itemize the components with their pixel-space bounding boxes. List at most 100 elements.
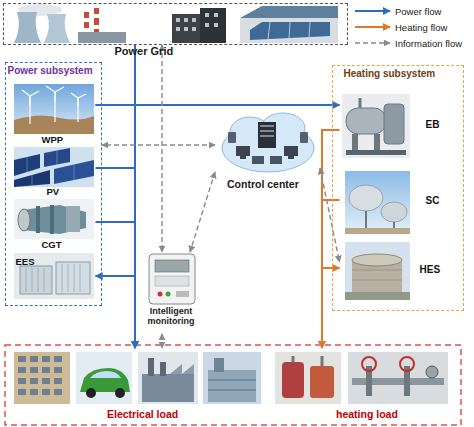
heating-room-picture bbox=[275, 352, 341, 404]
cloud-picture bbox=[288, 156, 294, 159]
industry-load-picture bbox=[170, 364, 194, 374]
solar-collector-picture bbox=[345, 171, 410, 234]
cloud-picture bbox=[258, 122, 276, 148]
cloud-picture bbox=[240, 156, 246, 159]
plant-load-picture bbox=[208, 390, 256, 391]
building-load-picture bbox=[54, 356, 62, 362]
legend-row: Power flow bbox=[354, 3, 462, 19]
monitor-box: Intelligent monitoring bbox=[140, 252, 202, 334]
node-label: SC bbox=[426, 195, 440, 207]
building-load-picture bbox=[18, 378, 26, 384]
cloud-picture bbox=[270, 156, 282, 164]
building-load-picture bbox=[42, 367, 50, 373]
flow-connector bbox=[161, 334, 162, 348]
building-load-picture bbox=[30, 389, 38, 395]
cloud-picture bbox=[300, 132, 308, 143]
plant-load-picture bbox=[208, 370, 256, 402]
boiler-picture bbox=[342, 94, 410, 158]
gas-turbine-picture bbox=[66, 206, 80, 232]
heating-room-picture bbox=[275, 352, 341, 404]
cloud-picture bbox=[260, 130, 274, 132]
meter-picture bbox=[176, 291, 189, 297]
source-box: CGT bbox=[12, 199, 96, 252]
pv-picture bbox=[57, 150, 58, 165]
ev-load-picture bbox=[80, 368, 130, 392]
node-label: Power subsystem bbox=[8, 65, 93, 77]
gas-turbine-picture bbox=[14, 199, 94, 239]
solar-collector-picture bbox=[381, 202, 407, 222]
valve-picture bbox=[348, 352, 448, 404]
building-load-picture bbox=[54, 389, 62, 395]
industry-load-picture bbox=[160, 362, 166, 376]
flow-connector bbox=[322, 268, 340, 348]
device-box: SC bbox=[340, 170, 458, 235]
ev-load-picture bbox=[90, 371, 121, 378]
heating-room-picture bbox=[292, 356, 295, 362]
wind-farm-picture bbox=[54, 92, 55, 102]
pv-picture bbox=[27, 150, 74, 185]
wind-farm-picture bbox=[78, 94, 86, 98]
valve-picture bbox=[426, 366, 438, 378]
pv-picture bbox=[14, 170, 50, 187]
node-label: PV bbox=[47, 187, 60, 198]
solar-collector-picture bbox=[345, 171, 410, 234]
boiler-picture bbox=[346, 108, 386, 134]
pv-picture bbox=[54, 160, 94, 184]
building-load-picture bbox=[14, 352, 70, 404]
node-label: Control center bbox=[227, 178, 299, 190]
flow-connector bbox=[322, 200, 340, 348]
plant-load-picture bbox=[214, 358, 224, 372]
storage-picture bbox=[56, 262, 90, 294]
solar-building-picture bbox=[240, 18, 338, 43]
storage-picture bbox=[26, 264, 80, 292]
cloud-picture bbox=[228, 132, 236, 143]
building-load-picture bbox=[30, 367, 38, 373]
industry-load-picture bbox=[142, 374, 194, 402]
legend-row: Information flow bbox=[354, 35, 462, 51]
boiler-picture bbox=[374, 134, 380, 152]
legend-row: Heating flow bbox=[354, 19, 462, 35]
pv-picture bbox=[74, 165, 75, 180]
node-label: Electrical load bbox=[107, 408, 178, 420]
building-load-picture bbox=[30, 378, 38, 384]
storage-picture bbox=[38, 268, 39, 292]
node-label: WPP bbox=[42, 135, 64, 146]
valve-picture bbox=[400, 357, 414, 371]
building-load-picture bbox=[18, 356, 62, 395]
building-picture bbox=[176, 27, 180, 31]
node-label: EES bbox=[16, 257, 35, 268]
pv-picture bbox=[14, 147, 94, 187]
node-label: CGT bbox=[42, 240, 62, 251]
boiler-picture bbox=[346, 150, 406, 155]
power-plant-picture bbox=[84, 28, 89, 32]
legend-text: Information flow bbox=[395, 38, 462, 49]
building-load-picture bbox=[30, 356, 38, 362]
load-box: heating load bbox=[270, 348, 454, 424]
building-picture bbox=[184, 18, 188, 22]
heat-storage-picture bbox=[352, 270, 402, 271]
heat-storage-picture bbox=[352, 254, 402, 266]
solar-collector-picture bbox=[349, 185, 383, 211]
solar-building-picture bbox=[240, 6, 338, 43]
heating-room-picture bbox=[282, 362, 304, 398]
subsystem-box: Heating subsystemEBSCHES bbox=[332, 65, 464, 311]
meter-picture bbox=[149, 254, 195, 304]
node-label: HES bbox=[420, 264, 441, 276]
control-box: Control center bbox=[215, 110, 320, 194]
solar-collector-picture bbox=[345, 228, 410, 234]
gas-turbine-picture bbox=[50, 205, 54, 234]
boiler-picture bbox=[342, 94, 410, 158]
legend-line bbox=[355, 10, 390, 12]
boiler-picture bbox=[359, 98, 362, 108]
source-box: EES bbox=[12, 253, 96, 301]
legend-text: Heating flow bbox=[395, 22, 447, 33]
legend: Power flowHeating flowInformation flow bbox=[354, 3, 462, 51]
meter-picture bbox=[166, 292, 171, 297]
power-plant-picture bbox=[14, 12, 41, 43]
power-plant-picture bbox=[44, 14, 70, 43]
legend-line bbox=[355, 26, 390, 28]
legend-sample bbox=[354, 22, 392, 32]
building-picture bbox=[184, 27, 188, 31]
cloud-picture bbox=[260, 135, 274, 137]
building-load-picture bbox=[14, 352, 70, 404]
